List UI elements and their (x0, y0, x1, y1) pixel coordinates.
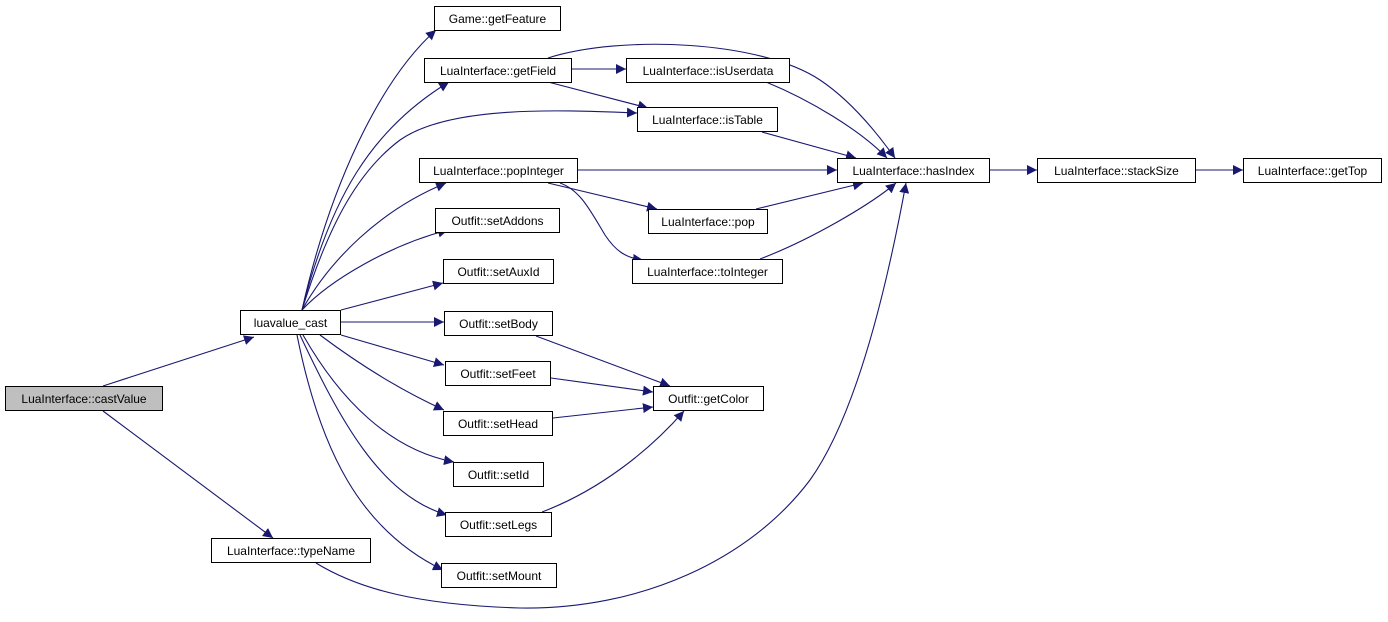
edge-luavalue_cast-to-popInteger (301, 182, 447, 311)
edge-luavalue_cast-to-setFeet (340, 334, 445, 368)
edge-popInteger-to-toInteger (559, 182, 644, 264)
node-setFeet[interactable]: Outfit::setFeet (445, 361, 551, 386)
node-typeName[interactable]: LuaInterface::typeName (211, 538, 371, 563)
edge-typeName-to-hasIndex (315, 182, 910, 609)
edge-luavalue_cast-to-setAuxId (340, 280, 444, 311)
node-setHead[interactable]: Outfit::setHead (443, 411, 553, 436)
edge-popInteger-to-pop (547, 182, 658, 212)
node-getField[interactable]: LuaInterface::getField (424, 58, 572, 83)
node-hasIndex[interactable]: LuaInterface::hasIndex (837, 158, 990, 183)
edge-setFeet-to-getColor (550, 377, 654, 396)
node-isTable[interactable]: LuaInterface::isTable (637, 107, 778, 132)
node-getTop[interactable]: LuaInterface::getTop (1243, 158, 1382, 183)
edge-getField-to-isTable (547, 81, 649, 111)
node-isUserdata[interactable]: LuaInterface::isUserdata (626, 58, 790, 83)
edge-getField-to-hasIndex (547, 43, 896, 159)
edge-luavalue_cast-to-getFeature (301, 29, 437, 311)
node-popInteger[interactable]: LuaInterface::popInteger (419, 158, 578, 183)
edge-luavalue_cast-to-setHead (319, 334, 445, 411)
node-luavalue_cast[interactable]: luavalue_cast (240, 310, 341, 335)
edge-setBody-to-getColor (535, 335, 671, 388)
node-setMount[interactable]: Outfit::setMount (441, 563, 557, 588)
edge-castValue-to-luavalue_cast (102, 335, 255, 387)
edge-luavalue_cast-to-setId (302, 334, 455, 466)
edge-isTable-to-hasIndex (761, 131, 857, 161)
node-getFeature[interactable]: Game::getFeature (434, 6, 561, 31)
node-setId[interactable]: Outfit::setId (453, 462, 544, 487)
edge-isUserdata-to-hasIndex (765, 81, 888, 159)
edge-pop-to-hasIndex (755, 180, 864, 210)
node-setBody[interactable]: Outfit::setBody (444, 311, 553, 336)
node-setLegs[interactable]: Outfit::setLegs (445, 512, 552, 537)
node-toInteger[interactable]: LuaInterface::toInteger (632, 259, 783, 284)
edges-layer (102, 29, 1243, 609)
node-stackSize[interactable]: LuaInterface::stackSize (1037, 158, 1196, 183)
node-setAddons[interactable]: Outfit::setAddons (435, 208, 560, 233)
node-getColor[interactable]: Outfit::getColor (653, 386, 764, 411)
edge-setLegs-to-getColor (541, 410, 685, 513)
node-pop[interactable]: LuaInterface::pop (648, 209, 768, 234)
edge-luavalue_cast-to-setLegs (299, 334, 448, 517)
edge-luavalue_cast-to-getField (301, 81, 450, 311)
edge-luavalue_cast-to-isTable (301, 107, 638, 311)
node-castValue: LuaInterface::castValue (5, 386, 163, 411)
edge-setHead-to-getColor (552, 403, 654, 419)
node-setAuxId[interactable]: Outfit::setAuxId (443, 259, 554, 284)
edge-castValue-to-typeName (102, 410, 274, 539)
edge-luavalue_cast-to-setAddons (301, 227, 449, 311)
edge-luavalue_cast-to-setMount (296, 334, 444, 571)
edge-toInteger-to-hasIndex (759, 182, 897, 260)
